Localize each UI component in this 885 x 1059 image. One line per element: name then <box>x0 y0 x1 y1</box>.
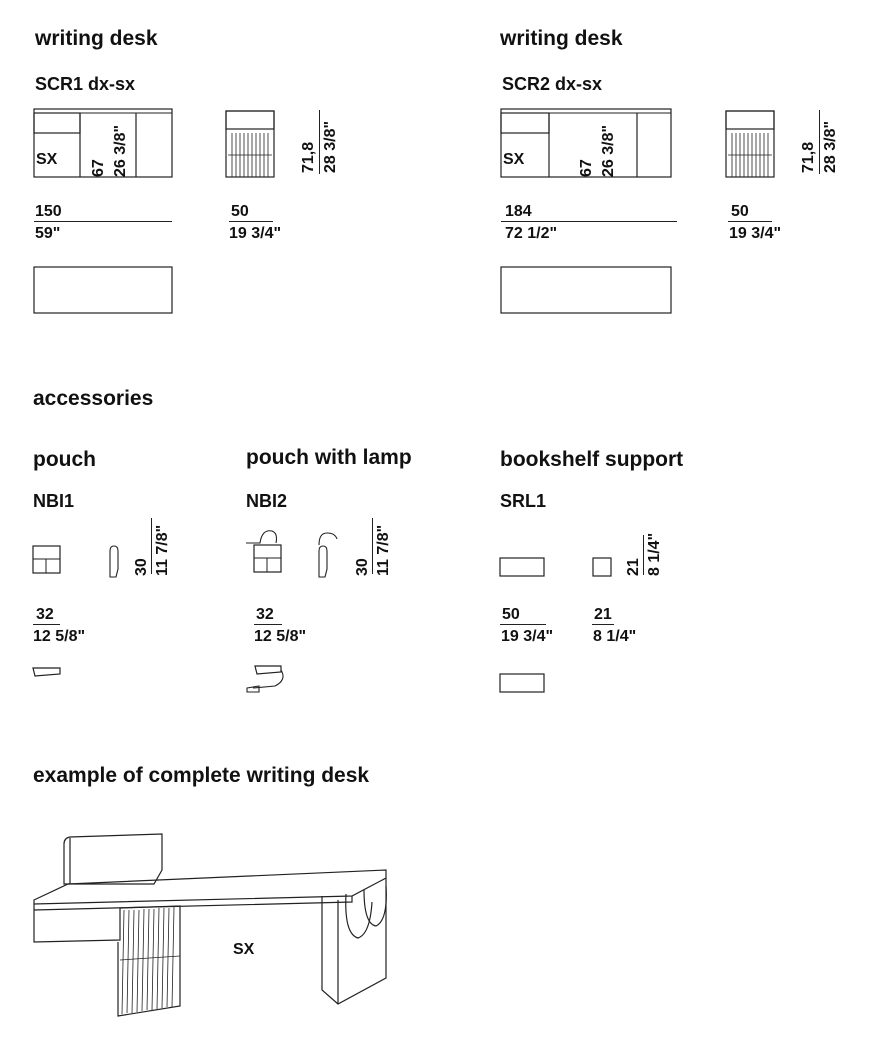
desk1-width-cm: 150 <box>35 203 62 220</box>
pouch-title: pouch <box>33 448 96 471</box>
desk1-title: writing desk <box>35 27 158 50</box>
desk1-height-in: 26 3/8" <box>112 124 129 177</box>
bookshelf-width-in: 19 3/4" <box>501 628 554 645</box>
pouch-width-cm: 32 <box>36 606 54 623</box>
bookshelf-height-cm: 21 <box>625 558 642 576</box>
pouch-lamp-code: NBI2 <box>246 491 288 511</box>
bookshelf-width-cm: 50 <box>502 606 520 623</box>
bookshelf-front-view <box>499 557 545 577</box>
desk2-width-cm: 184 <box>505 203 532 220</box>
desk2-code: SCR2 dx-sx <box>502 74 603 94</box>
bookshelf-top-view <box>499 673 545 693</box>
pouch-height-in: 11 7/8" <box>154 524 171 576</box>
pouch-width-in: 12 5/8" <box>33 628 86 645</box>
pouch-lamp-width-cm: 32 <box>256 606 274 623</box>
desk1-width-in: 59" <box>35 225 61 242</box>
desk2-depth-line <box>728 221 772 222</box>
bookshelf-title: bookshelf support <box>500 448 684 471</box>
desk1-overall-height-cm: 71,8 <box>300 141 317 173</box>
desk1-height-divider <box>319 110 320 174</box>
desk2-overall-height-cm: 71,8 <box>800 141 817 173</box>
desk1-height-cm: 67 <box>90 159 107 177</box>
desk2-side-view <box>725 110 775 178</box>
bookshelf-height-in: 8 1/4" <box>646 532 663 576</box>
desk1-side-label: SX <box>36 151 58 168</box>
desk1-side-view <box>225 110 275 178</box>
pouch-lamp-height-in: 11 7/8" <box>375 524 392 576</box>
desk2-front-view <box>500 108 672 178</box>
desk1-depth-line <box>229 221 273 222</box>
pouch-lamp-width-line <box>254 624 282 625</box>
desk2-side-label: SX <box>503 151 525 168</box>
pouch-lamp-top-view <box>246 665 284 693</box>
pouch-top-view <box>32 667 61 677</box>
bookshelf-width-line <box>500 624 546 625</box>
desk1-code: SCR1 dx-sx <box>35 74 136 94</box>
example-side-label: SX <box>233 941 255 958</box>
desk2-title: writing desk <box>500 27 623 50</box>
desk1-depth-cm: 50 <box>231 203 249 220</box>
bookshelf-depth-cm: 21 <box>594 606 612 623</box>
bookshelf-depth-line <box>592 624 614 625</box>
desk1-width-line <box>34 221 172 222</box>
desk2-depth-in: 19 3/4" <box>729 225 782 242</box>
desk2-height-in: 26 3/8" <box>600 124 617 177</box>
bookshelf-height-divider <box>643 535 644 575</box>
desk2-height-cm: 67 <box>578 159 595 177</box>
pouch-height-divider <box>151 518 152 574</box>
example-desk-illustration <box>33 833 387 1017</box>
desk2-width-in: 72 1/2" <box>505 225 558 242</box>
example-title: example of complete writing desk <box>33 764 370 787</box>
pouch-lamp-height-cm: 30 <box>354 558 371 576</box>
bookshelf-code: SRL1 <box>500 491 547 511</box>
desk2-height-divider <box>819 110 820 174</box>
desk2-top-view <box>500 266 672 314</box>
desk2-depth-cm: 50 <box>731 203 749 220</box>
pouch-width-line <box>33 624 60 625</box>
bookshelf-depth-in: 8 1/4" <box>593 628 637 645</box>
desk2-overall-height-in: 28 3/8" <box>822 120 839 173</box>
pouch-lamp-title: pouch with lamp <box>246 446 412 469</box>
desk2-width-line <box>501 221 677 222</box>
pouch-front-view <box>32 545 61 574</box>
pouch-side-view <box>109 545 119 578</box>
pouch-height-cm: 30 <box>133 558 150 576</box>
pouch-lamp-width-in: 12 5/8" <box>254 628 307 645</box>
pouch-code: NBI1 <box>33 491 75 511</box>
accessories-title: accessories <box>33 387 154 410</box>
desk1-overall-height-in: 28 3/8" <box>322 120 339 173</box>
pouch-lamp-front-view <box>246 530 282 573</box>
pouch-lamp-height-divider <box>372 518 373 574</box>
bookshelf-side-view <box>592 557 612 577</box>
desk1-top-view <box>33 266 173 314</box>
pouch-lamp-side-view <box>318 532 338 578</box>
desk1-front-view <box>33 108 173 178</box>
desk1-depth-in: 19 3/4" <box>229 225 282 242</box>
